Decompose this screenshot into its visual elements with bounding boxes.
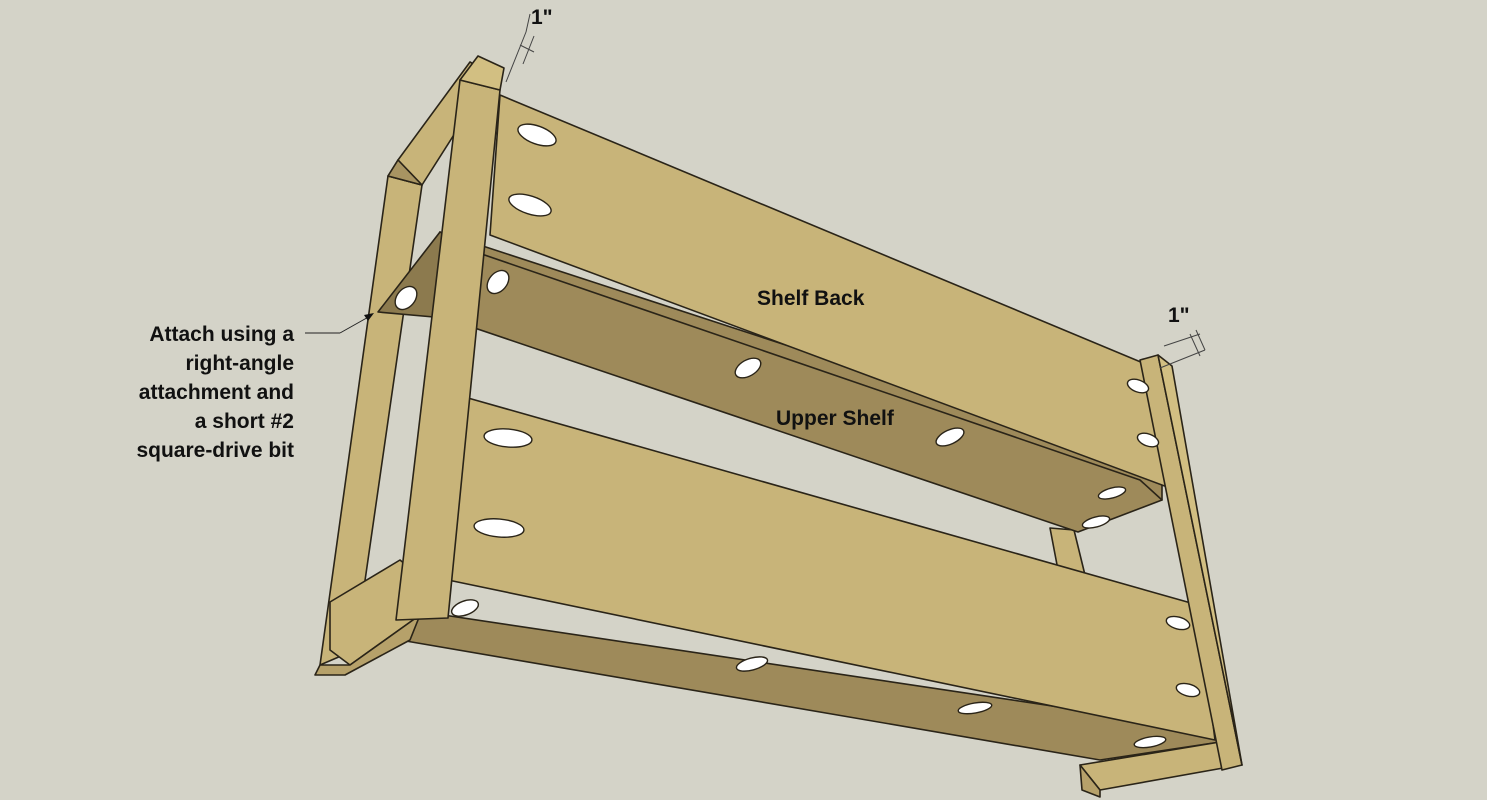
bottom-left-rail-face — [314, 614, 421, 676]
pocket-hole — [957, 701, 993, 715]
pocket-hole — [483, 428, 533, 448]
label-dimension-left: 1" — [531, 6, 553, 29]
bottom-right-rail-face — [1079, 764, 1101, 798]
pocket-hole — [734, 357, 762, 379]
front-right-post-side — [1157, 354, 1243, 766]
pocket-hole — [1175, 682, 1201, 698]
note-leader — [305, 313, 374, 334]
pocket-hole — [1136, 432, 1160, 448]
label-dimension-right: 1" — [1168, 304, 1190, 327]
pocket-hole — [394, 285, 418, 311]
pocket-hole — [486, 269, 510, 295]
pocket-hole — [517, 123, 557, 147]
pocket-hole — [450, 599, 480, 617]
label-shelf-back: Shelf Back — [757, 287, 865, 310]
pocket-hole — [1126, 378, 1150, 394]
pocket-hole — [508, 193, 552, 217]
note-line: Attach using a — [149, 323, 294, 346]
note-line: a short #2 — [194, 410, 294, 433]
front-left-post-top — [459, 55, 505, 91]
dimension-right — [1159, 329, 1206, 369]
pocket-hole — [473, 518, 525, 538]
dimension-left — [505, 13, 535, 83]
label-upper-shelf: Upper Shelf — [776, 407, 894, 430]
attachment-note: Attach using a right-angle attachment an… — [104, 320, 294, 465]
pocket-hole — [1097, 486, 1127, 500]
pocket-hole — [1165, 615, 1191, 631]
note-line: square-drive bit — [136, 439, 294, 462]
note-line: right-angle — [185, 352, 295, 375]
pocket-hole — [935, 427, 965, 447]
pocket-hole — [1081, 515, 1111, 529]
pocket-hole — [1133, 735, 1167, 749]
pocket-hole — [735, 656, 769, 672]
note-line: attachment and — [138, 381, 294, 404]
left-top-rail-end — [387, 159, 423, 186]
